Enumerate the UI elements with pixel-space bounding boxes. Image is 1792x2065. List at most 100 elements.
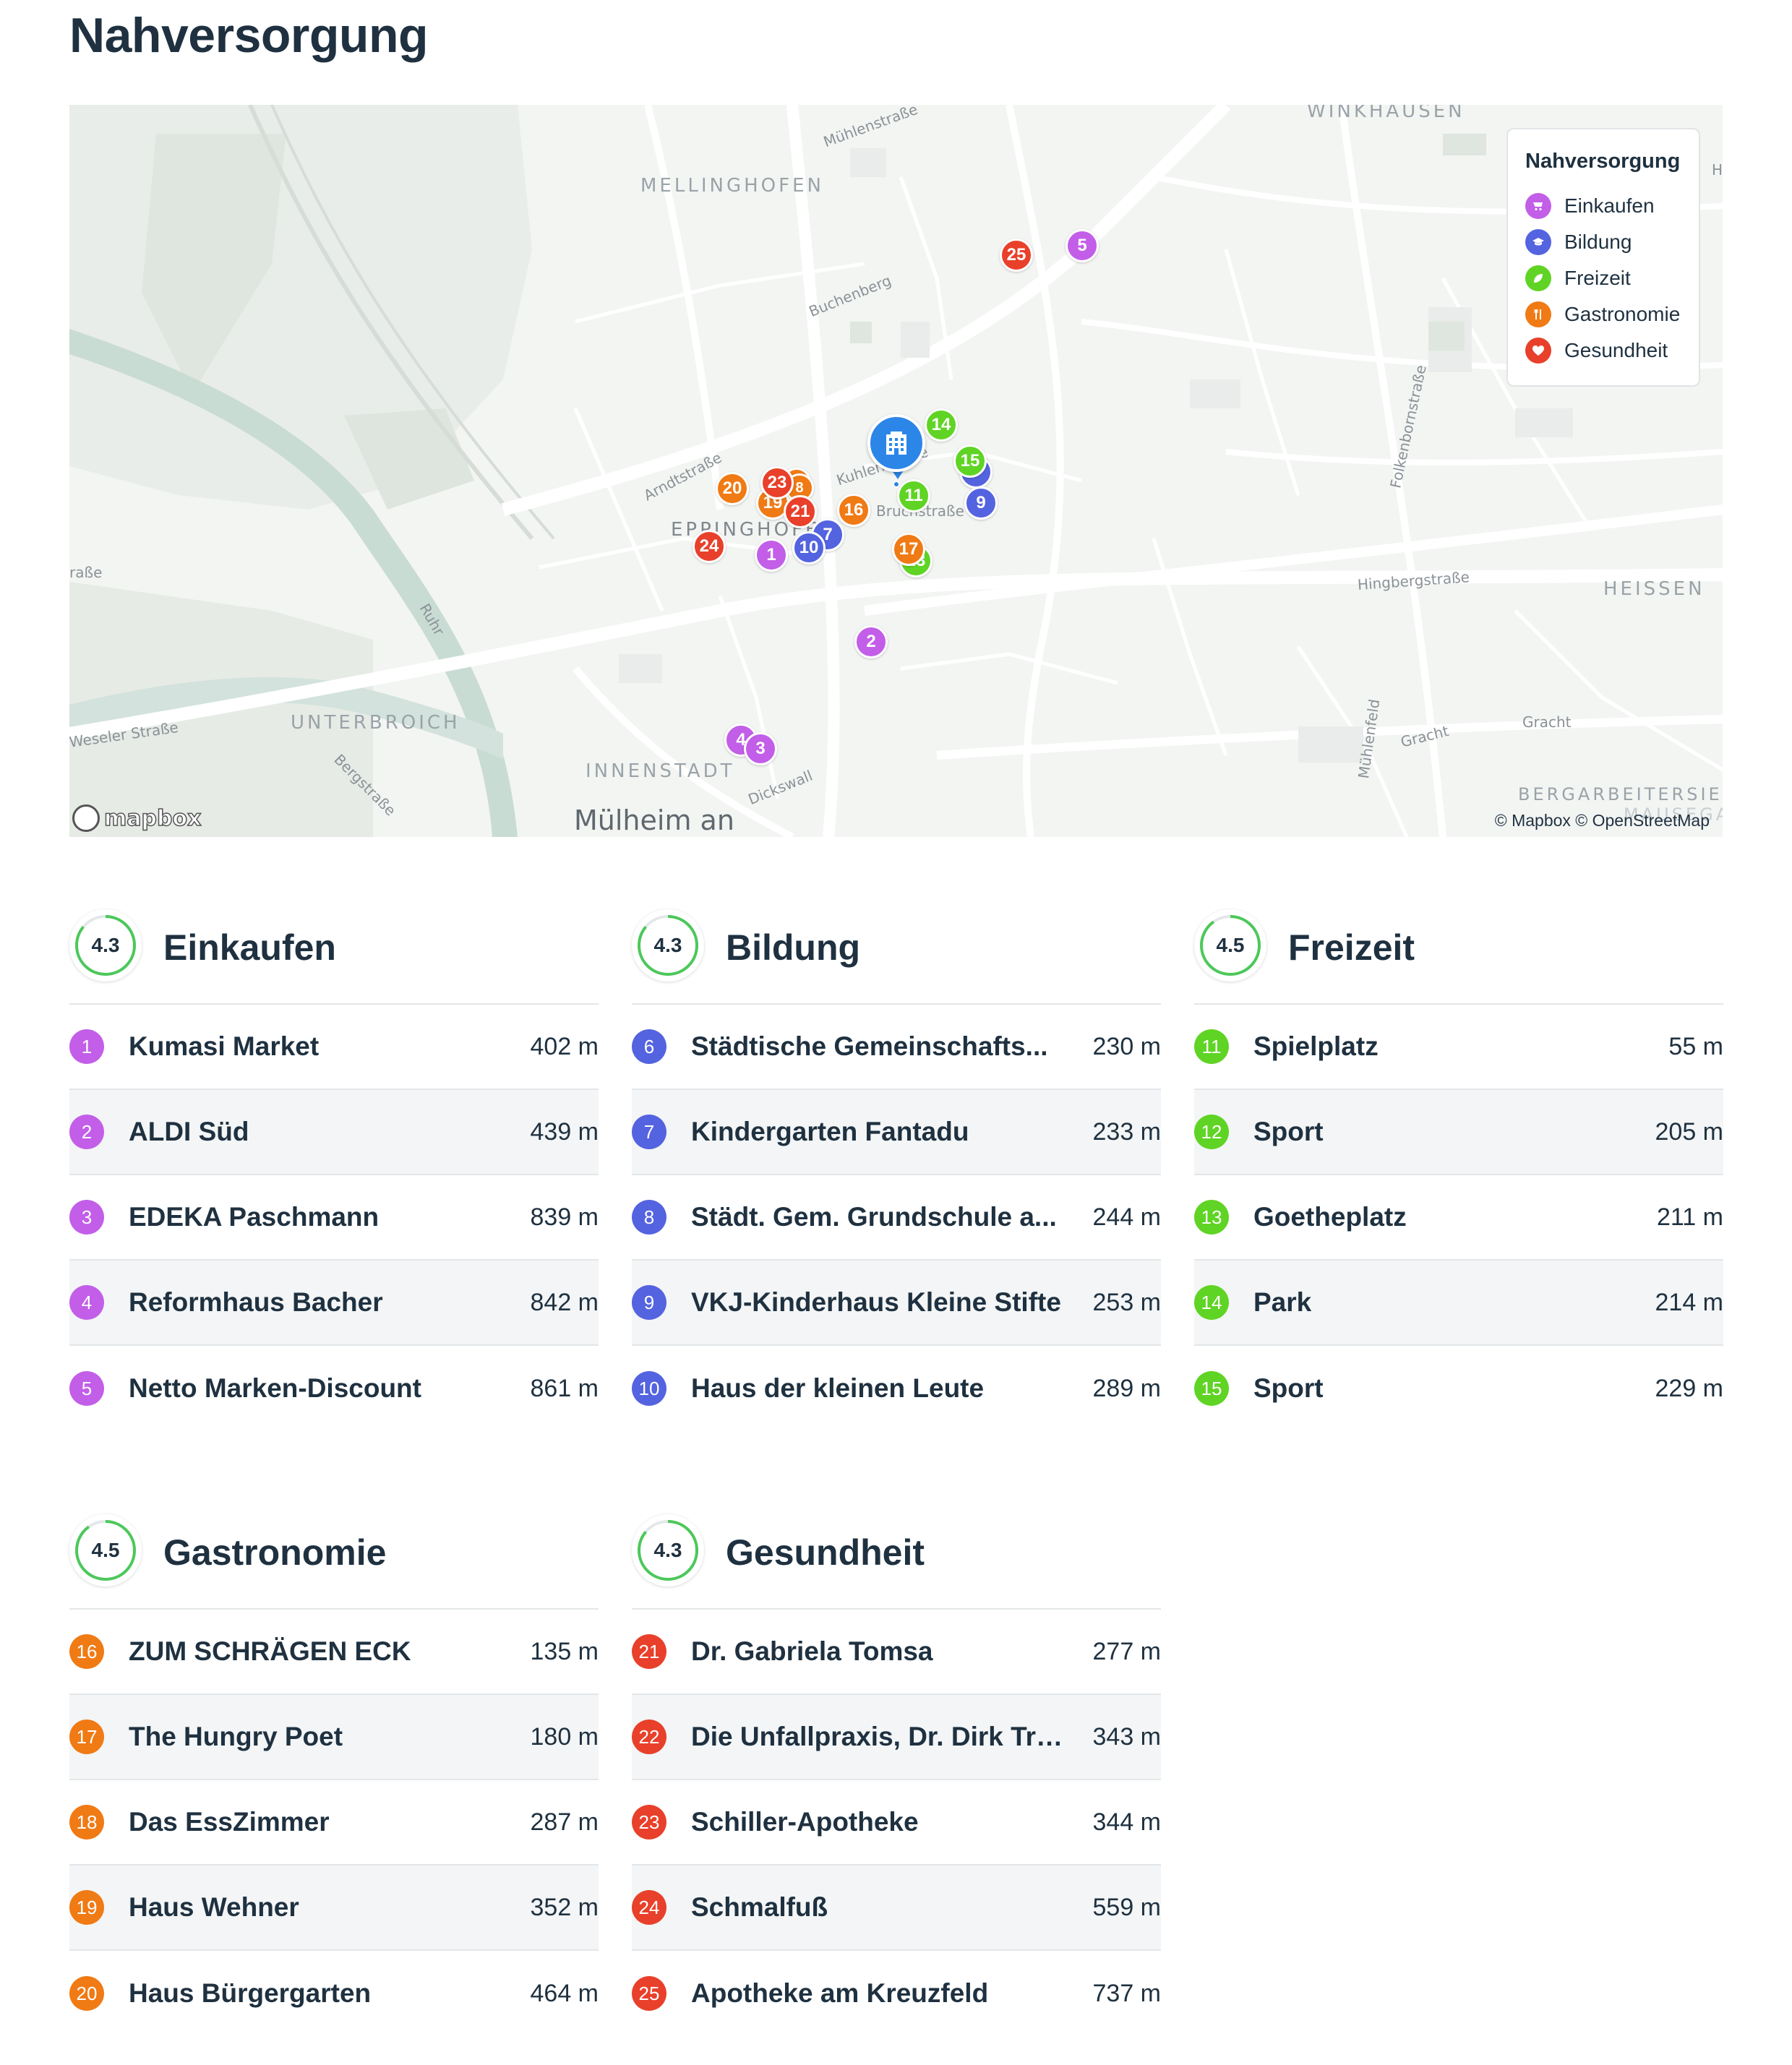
map[interactable]: WINKHAUSEN MELLINGHOFEN EPPINGHOFEN HEIS…	[69, 105, 1723, 837]
poi-number-badge: 8	[632, 1200, 666, 1235]
legend-item-freizeit: Freizeit	[1525, 260, 1681, 296]
mapbox-logo[interactable]: mapbox	[72, 804, 202, 832]
poi-name: The Hungry Poet	[129, 1722, 343, 1751]
poi-name: Die Unfallpraxis, Dr. Dirk Tra...	[691, 1722, 1067, 1751]
area-label: WINKHAUSEN	[1307, 105, 1465, 122]
map-pin-10[interactable]: 10	[792, 531, 826, 564]
list-item[interactable]: 4 Reformhaus Bacher 842 m	[69, 1261, 599, 1346]
poi-name: Haus der kleinen Leute	[691, 1373, 985, 1403]
map-pin-16[interactable]: 16	[837, 494, 870, 527]
poi-distance: 229 m	[1655, 1374, 1724, 1402]
poi-number-badge: 2	[69, 1115, 104, 1149]
map-pin-9[interactable]: 9	[964, 486, 998, 520]
score-value: 4.3	[91, 934, 120, 956]
score-value: 4.3	[653, 934, 682, 956]
street-label: raße	[69, 564, 103, 581]
poi-distance: 464 m	[530, 1979, 599, 2007]
poi-name: Das EssZimmer	[129, 1807, 330, 1837]
poi-distance: 842 m	[530, 1288, 599, 1316]
legend-label: Gesundheit	[1564, 339, 1668, 361]
map-pin-25[interactable]: 25	[1000, 239, 1033, 272]
map-pin-14[interactable]: 14	[925, 408, 958, 442]
legend-item-gesundheit: Gesundheit	[1525, 332, 1681, 369]
map-pin-23[interactable]: 23	[760, 466, 794, 499]
map-pin-3[interactable]: 3	[744, 732, 777, 765]
home-location-dot	[893, 481, 900, 488]
poi-number-badge: 7	[632, 1115, 666, 1149]
legend-label: Gastronomie	[1564, 303, 1681, 325]
map-pin-21[interactable]: 21	[784, 495, 817, 528]
poi-name: Haus Wehner	[129, 1892, 299, 1922]
poi-name: Kindergarten Fantadu	[691, 1117, 969, 1146]
poi-name: Schiller-Apotheke	[691, 1807, 919, 1837]
poi-distance: 253 m	[1092, 1288, 1162, 1316]
poi-list: 6 Städtische Gemeinschafts... 230 m 7 Kinder…	[632, 1005, 1161, 1431]
cutlery-icon	[1525, 301, 1551, 327]
heart-icon	[1525, 338, 1551, 364]
street-label: Gracht	[1522, 713, 1572, 731]
map-pin-2[interactable]: 2	[854, 625, 888, 658]
score-gauge: 4.3	[632, 909, 704, 982]
poi-distance: 737 m	[1092, 1979, 1162, 2007]
score-gauge: 4.5	[69, 1514, 142, 1587]
poi-number-badge: 25	[632, 1976, 666, 2011]
home-location-pin[interactable]	[867, 414, 925, 472]
map-attribution[interactable]: © Mapbox © OpenStreetMap	[1494, 811, 1710, 830]
category-title: Freizeit	[1288, 927, 1415, 968]
map-pin-24[interactable]: 24	[693, 530, 726, 563]
poi-name: Städtische Gemeinschafts...	[691, 1031, 1048, 1061]
map-pin-5[interactable]: 5	[1066, 229, 1099, 262]
map-pin-1[interactable]: 1	[755, 538, 788, 572]
poi-distance: 55 m	[1668, 1032, 1723, 1060]
poi-number-badge: 23	[632, 1805, 666, 1839]
poi-name: ALDI Süd	[129, 1117, 249, 1146]
map-pin-17[interactable]: 17	[892, 533, 925, 566]
map-pin-11[interactable]: 11	[897, 479, 930, 512]
poi-number-badge: 12	[1194, 1115, 1229, 1149]
poi-name: Sport	[1253, 1117, 1324, 1146]
poi-number-badge: 6	[632, 1029, 666, 1064]
list-item[interactable]: 6 Städtische Gemeinschafts... 230 m	[632, 1005, 1161, 1090]
graduation-cap-icon	[1525, 229, 1551, 255]
poi-name: EDEKA Paschmann	[129, 1202, 380, 1232]
poi-number-badge: 18	[69, 1805, 104, 1839]
area-label: INNENSTADT	[586, 760, 735, 782]
score-gauge: 4.3	[69, 909, 142, 982]
poi-number-badge: 4	[69, 1285, 104, 1320]
map-pin-20[interactable]: 20	[716, 472, 749, 505]
poi-distance: 230 m	[1092, 1032, 1162, 1060]
map-pin-15[interactable]: 15	[953, 445, 987, 478]
poi-number-badge: 14	[1194, 1285, 1229, 1320]
poi-name: Reformhaus Bacher	[129, 1287, 383, 1317]
poi-distance: 343 m	[1092, 1722, 1162, 1751]
score-value: 4.3	[653, 1539, 682, 1561]
poi-number-badge: 17	[69, 1720, 104, 1754]
